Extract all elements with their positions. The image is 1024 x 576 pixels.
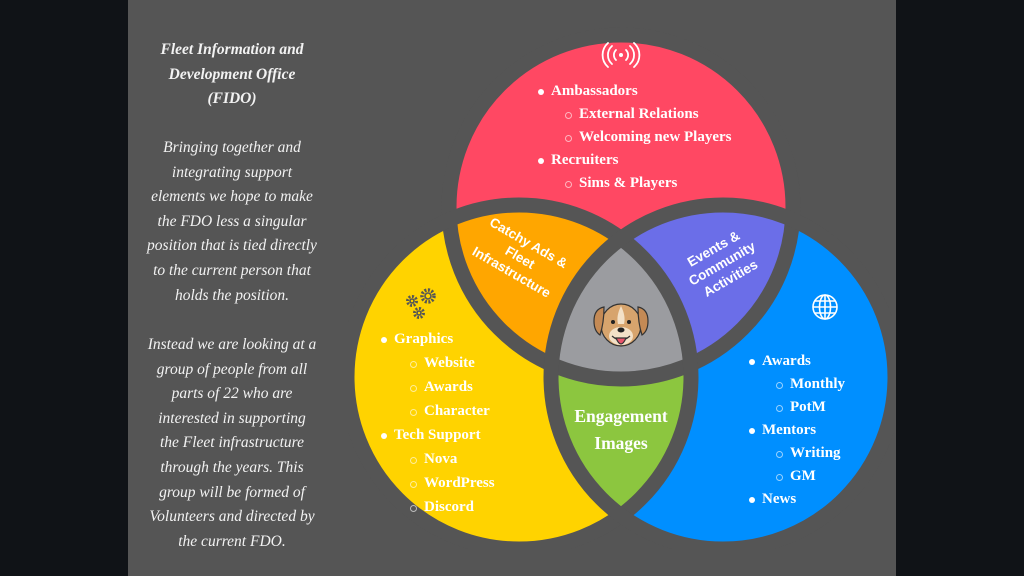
dog-icon [593,303,649,347]
list-item: External Relations [564,103,731,126]
title-line: Development Office [168,65,296,83]
text-line: the Fleet infrastructure [159,434,305,452]
list-item: Sims & Players [564,172,731,195]
list-item: WordPress [410,472,495,496]
gears-icon [406,288,436,319]
blue-circle-list: Awards Monthly PotM Mentors Writing GM N… [748,350,845,511]
intro-paragraph-2: Instead we are looking at a group of peo… [130,333,334,554]
circle-gap [543,197,894,549]
list-item: GM [775,465,845,488]
circle-gap [348,197,699,549]
text-line: holds the position. [174,286,290,304]
list-item: Ambassadors [537,80,731,103]
text-line: interested in supporting [158,409,306,427]
list-item: Website [410,352,495,376]
text-line: Volunteers and directed by [149,508,315,526]
center-overlap [551,205,691,379]
red-circle-list: Ambassadors External Relations Welcoming… [537,80,731,195]
list-item: Graphics [381,328,495,352]
list-item: Character [410,400,495,424]
label-line: Images [594,433,648,453]
title-line: (FIDO) [207,90,257,108]
text-line: to the current person that [153,261,311,279]
list-item: PotM [775,396,845,419]
list-item: Tech Support [381,424,495,448]
label-line: Engagement [574,406,668,426]
list-item: Writing [775,442,845,465]
list-item: News [748,488,845,511]
list-item: Discord [410,496,495,520]
title-line: Fleet Information and [160,41,304,58]
list-item: Nova [410,448,495,472]
text-line: Bringing together and [163,139,301,156]
fido-title: Fleet Information and Development Office… [130,38,334,112]
globe-icon [812,294,838,320]
broadcast-icon [601,42,641,68]
list-item: Awards [410,376,495,400]
list-item: Welcoming new Players [564,126,731,149]
text-line: Instead we are looking at a [147,336,317,353]
intro-paragraph-1: Bringing together and integrating suppor… [130,136,334,308]
text-line: group of people from all [156,360,308,378]
list-item: Monthly [775,373,845,396]
list-item: Awards [748,350,845,373]
list-item: Mentors [748,419,845,442]
circle-gap [441,27,801,387]
list-item: Recruiters [537,149,731,172]
text-line: elements we hope to make [151,188,313,206]
text-line: the current FDO. [178,532,286,550]
text-line: the FDO less a singular [157,212,307,230]
green-overlap-label: Engagement Images [556,403,686,457]
yellow-circle-list: Graphics Website Awards Character Tech S… [381,328,495,520]
text-line: position that is tied directly [147,237,317,255]
text-line: group will be formed of [159,483,305,501]
text-line: parts of 22 who are [171,385,293,403]
text-line: integrating support [171,163,293,181]
text-line: through the years. This [160,458,304,476]
